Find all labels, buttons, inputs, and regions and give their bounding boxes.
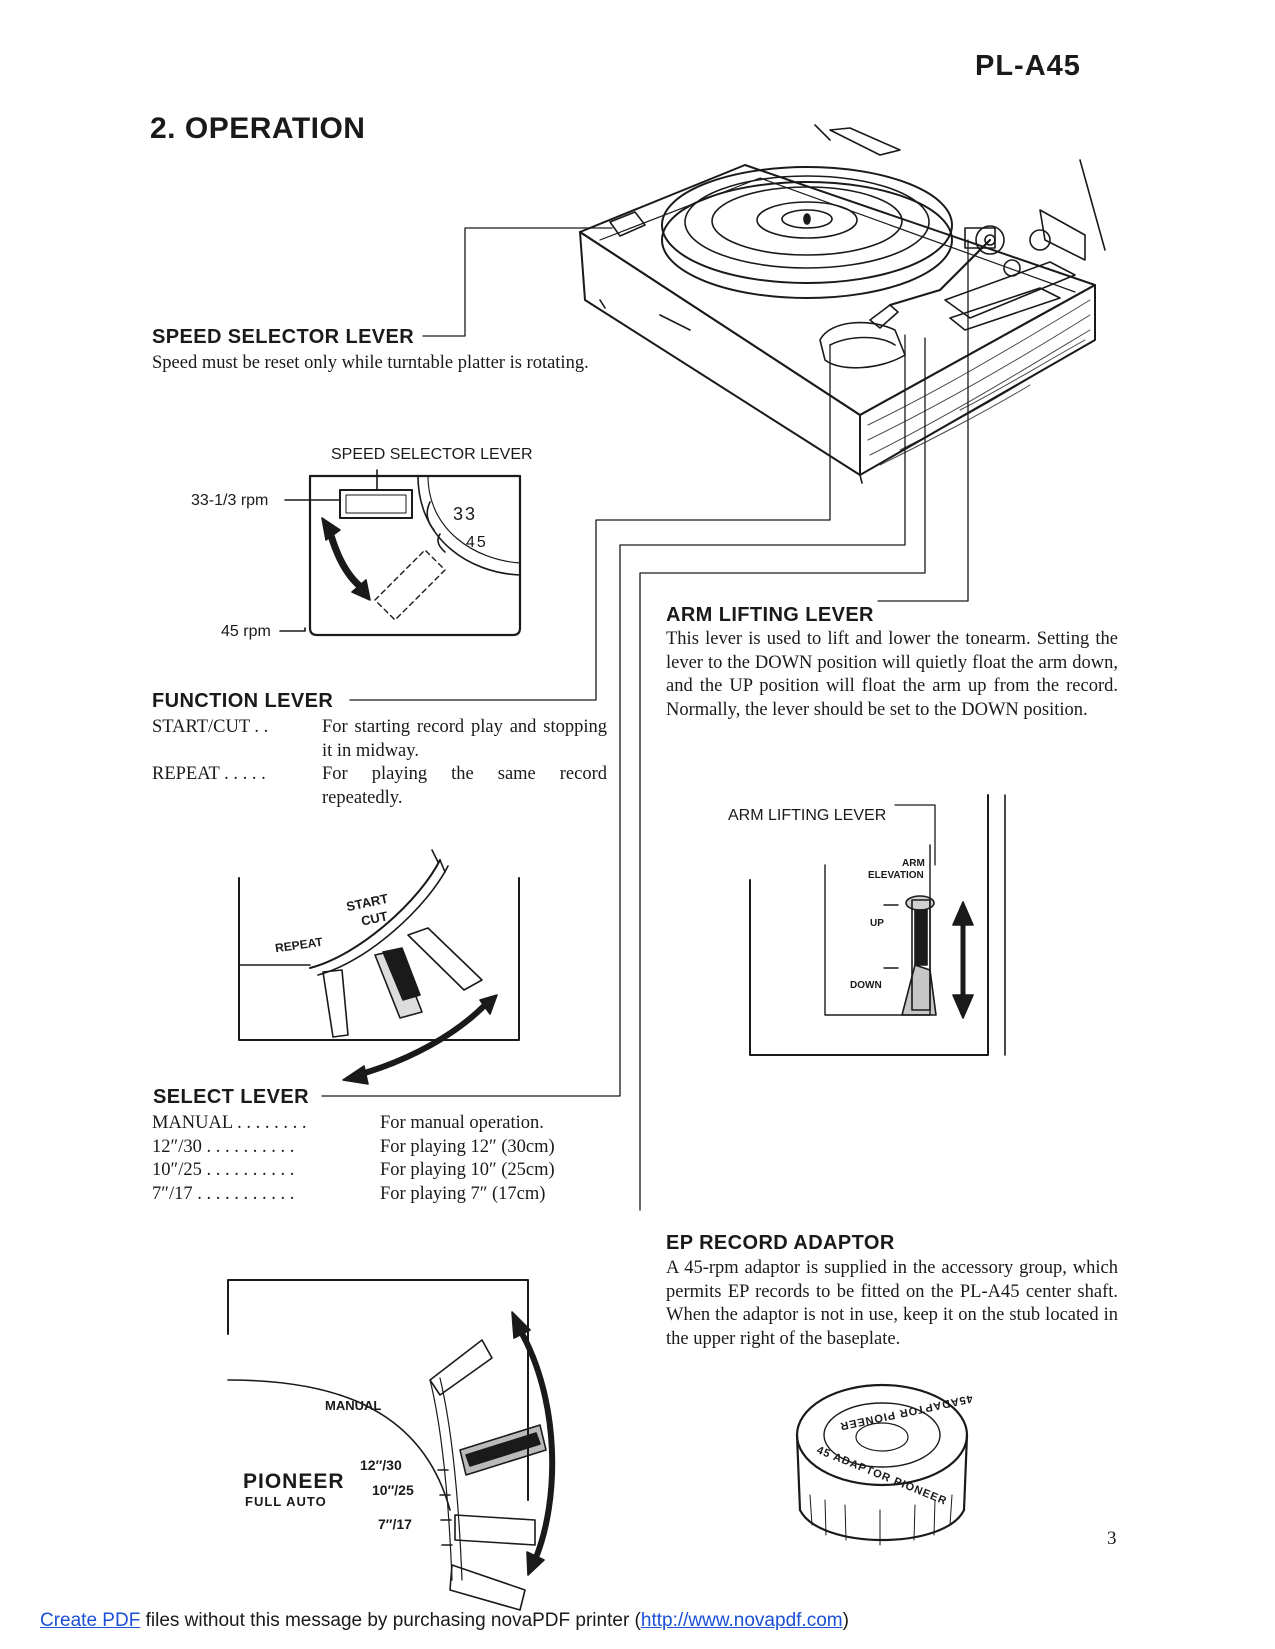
speed-label-45: 45 rpm (221, 623, 271, 640)
model-number: PL-A45 (975, 50, 1081, 82)
select-label-7: 7″/17 (378, 1516, 412, 1532)
select-lever-heading: SELECT LEVER (153, 1086, 309, 1108)
select-lever-item: 7″/17 . . . . . . . . . . . For playing … (152, 1183, 612, 1207)
function-lever-heading: FUNCTION LEVER (152, 690, 334, 712)
select-label-10: 10″/25 (372, 1482, 414, 1498)
speed-mark-33: 33 (453, 504, 478, 524)
novapdf-link[interactable]: http://www.novapdf.com (640, 1610, 843, 1631)
function-lever-item: START/CUT . . For starting record play a… (152, 716, 607, 763)
create-pdf-link[interactable]: Create PDF (40, 1610, 141, 1631)
select-def: For playing 10″ (25cm) (380, 1160, 555, 1180)
function-lever-item: REPEAT . . . . . For playing the same re… (152, 763, 607, 810)
speed-figure-title: SPEED SELECTOR LEVER (331, 446, 533, 463)
select-label-12: 12″/30 (360, 1457, 402, 1473)
function-term: START/CUT . . (152, 717, 269, 737)
function-def: For starting record play and stopping it… (322, 717, 607, 761)
select-term: 12″/30 . . . . . . . . . . (152, 1136, 295, 1157)
select-term: MANUAL . . . . . . . . (152, 1113, 307, 1133)
select-lever-item: MANUAL . . . . . . . . For manual operat… (152, 1112, 612, 1136)
brand-sub: FULL AUTO (245, 1494, 327, 1509)
speed-selector-figure (279, 469, 522, 637)
arm-lifting-text: This lever is used to lift and lower the… (666, 629, 1118, 720)
speed-selector-heading: SPEED SELECTOR LEVER (152, 326, 415, 348)
footer-text: files without this message by purchasing… (140, 1610, 641, 1631)
ep-adaptor-heading: EP RECORD ADAPTOR (666, 1232, 895, 1254)
footer-watermark: Create PDF files without this message by… (40, 1610, 849, 1632)
select-lever-item: 10″/25 . . . . . . . . . . For playing 1… (152, 1159, 612, 1183)
turntable-illustration (579, 124, 1106, 484)
speed-mark-45: 45 (466, 534, 488, 551)
function-def: For playing the same record repeatedly. (322, 764, 607, 808)
brand-logo: PIONEER (243, 1470, 345, 1493)
select-lever-figure (227, 1279, 556, 1611)
arm-label-arm: ARM (902, 858, 925, 869)
select-lever-list: MANUAL . . . . . . . . For manual operat… (152, 1112, 612, 1206)
footer-text-end: ) (842, 1610, 849, 1631)
select-term: 10″/25 . . . . . . . . . . (152, 1160, 295, 1180)
select-lever-item: 12″/30 . . . . . . . . . . For playing 1… (152, 1136, 612, 1160)
arm-label-up: UP (870, 918, 884, 929)
select-term: 7″/17 . . . . . . . . . . . (152, 1183, 295, 1204)
ep-adaptor-figure (795, 1383, 969, 1546)
page-number: 3 (1107, 1528, 1117, 1549)
select-label-manual: MANUAL (325, 1398, 382, 1413)
select-def: For playing 12″ (30cm) (380, 1136, 555, 1157)
ep-adaptor-text: A 45-rpm adaptor is supplied in the acce… (666, 1258, 1118, 1349)
leader-lines (321, 227, 969, 1211)
arm-label-elevation: ELEVATION (868, 870, 924, 881)
arm-lifting-heading: ARM LIFTING LEVER (666, 604, 874, 626)
arm-lifting-figure (749, 794, 1006, 1056)
speed-label-33: 33-1/3 rpm (191, 492, 269, 509)
section-title: 2. OPERATION (150, 112, 366, 145)
arm-figure-title: ARM LIFTING LEVER (728, 807, 887, 824)
function-term: REPEAT . . . . . (152, 764, 266, 784)
function-lever-list: START/CUT . . For starting record play a… (152, 716, 607, 810)
select-def: For manual operation. (380, 1113, 544, 1133)
select-def: For playing 7″ (17cm) (380, 1183, 546, 1204)
function-lever-figure (238, 849, 520, 1085)
arm-label-down: DOWN (850, 980, 882, 991)
speed-selector-text: Speed must be reset only while turntable… (152, 353, 589, 373)
